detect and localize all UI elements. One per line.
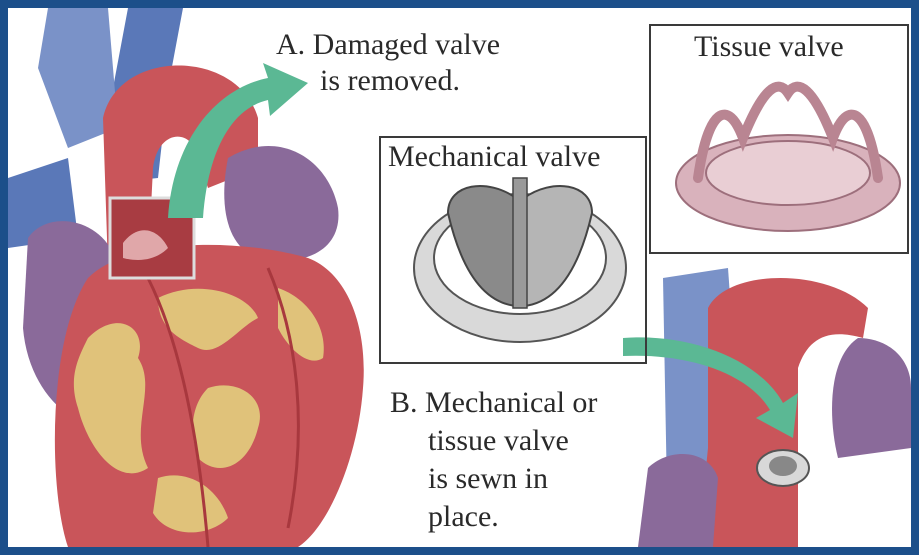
inset-purple [832, 338, 911, 458]
illustration-panel: Mechanical valve Tissue valve A. Damaged… [8, 8, 911, 547]
left-atrium [224, 146, 338, 261]
mechanical-valve-title: Mechanical valve [388, 140, 600, 174]
inset-tissue [638, 454, 718, 547]
tissue-valve-title: Tissue valve [694, 30, 844, 64]
caption-b-line3: is sewn in [428, 462, 548, 496]
caption-b-line1: B. Mechanical or [390, 386, 597, 420]
sewn-valve-inner [769, 456, 797, 476]
caption-b-line4: place. [428, 500, 499, 534]
caption-a-line2: is removed. [320, 64, 460, 98]
caption-a-line1: A. Damaged valve [276, 28, 500, 62]
caption-b-line2: tissue valve [428, 424, 569, 458]
